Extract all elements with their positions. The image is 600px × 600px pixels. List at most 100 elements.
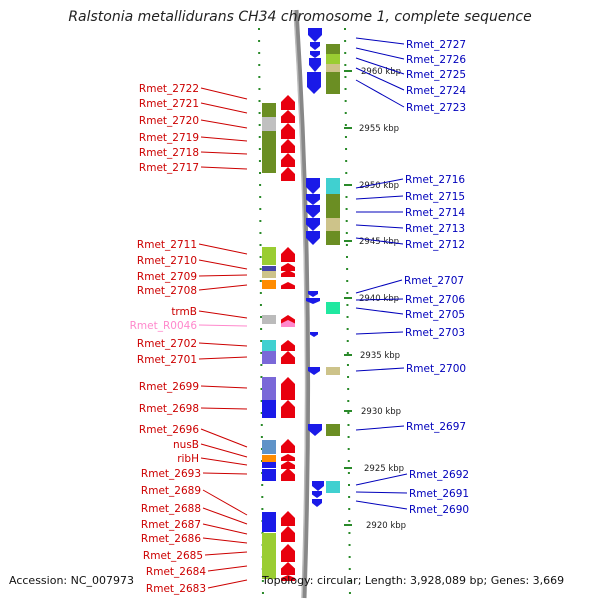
kbp-label: 2955 kbp [359, 124, 399, 134]
gene-box [326, 64, 340, 72]
label-leader [355, 67, 405, 91]
gene-box [326, 302, 340, 314]
reverse-gene-arrow [308, 28, 322, 42]
label-leader [355, 224, 404, 229]
gene-box [326, 205, 340, 218]
label-leader [202, 472, 248, 475]
label-leader [200, 443, 248, 458]
label-leader [198, 243, 248, 255]
reverse-gene-arrow [310, 51, 320, 58]
reverse-gene-arrow [312, 481, 324, 491]
gene-label-left: Rmet_2721 [139, 98, 199, 110]
gene-box [326, 54, 340, 64]
gene-label-right: Rmet_2691 [409, 488, 469, 500]
gene-box [262, 159, 276, 173]
reverse-gene-arrow [308, 291, 318, 297]
label-leader [200, 87, 248, 100]
gene-label-left: trmB [171, 306, 197, 318]
reverse-gene-arrow [307, 72, 321, 94]
gene-box [262, 271, 276, 278]
kbp-label: 2950 kbp [359, 181, 399, 191]
gene-box [262, 117, 276, 131]
label-leader [355, 195, 404, 200]
label-leader [198, 259, 248, 270]
label-leader [198, 342, 248, 347]
forward-gene-arrow [281, 247, 295, 262]
gene-box [326, 481, 340, 493]
gene-label-right: Rmet_2714 [405, 207, 465, 219]
gene-box [326, 178, 340, 194]
label-leader [355, 57, 405, 75]
gene-box [262, 145, 276, 159]
gene-box [326, 424, 340, 436]
kbp-label: 2930 kbp [361, 407, 401, 417]
gene-label-left: Rmet_2711 [137, 239, 197, 251]
gene-label-right: Rmet_2707 [404, 275, 464, 287]
gene-label-right: Rmet_2715 [405, 191, 465, 203]
gene-box [326, 44, 340, 54]
label-leader [355, 37, 405, 45]
gene-label-left: Rmet_2709 [137, 271, 197, 283]
label-leader [198, 274, 248, 277]
label-leader [355, 367, 405, 372]
reverse-gene-arrow [312, 491, 322, 498]
gene-label-left: Rmet_2720 [139, 115, 199, 127]
label-leader [200, 151, 248, 155]
gene-box [262, 266, 276, 271]
gene-label-left: Rmet_2684 [146, 566, 206, 578]
forward-gene-arrow [281, 139, 295, 153]
gene-label-left: Rmet_2688 [141, 503, 201, 515]
forward-gene-arrow [281, 167, 295, 181]
label-leader [204, 551, 248, 556]
gene-label-right: Rmet_2703 [405, 327, 465, 339]
reverse-gene-arrow [310, 42, 320, 50]
forward-gene-arrow [281, 461, 295, 469]
forward-gene-arrow [281, 110, 295, 123]
gene-box [262, 340, 276, 351]
forward-gene-arrow [281, 263, 295, 271]
kbp-label: 2925 kbp [364, 464, 404, 474]
gene-box [262, 571, 276, 579]
gene-label-right: Rmet_2725 [406, 69, 466, 81]
gene-box [326, 218, 340, 231]
gene-label-left: Rmet_2686 [141, 533, 201, 545]
reverse-gene-arrow [306, 231, 320, 245]
kbp-label: 2960 kbp [361, 67, 401, 77]
forward-gene-arrow [281, 340, 295, 351]
reverse-gene-arrow [309, 58, 321, 72]
forward-gene-arrow [281, 400, 295, 418]
gene-label-left: Rmet_2717 [139, 162, 199, 174]
gene-box [326, 72, 340, 94]
gene-label-right: Rmet_2713 [405, 223, 465, 235]
label-leader [202, 523, 248, 535]
forward-gene-arrow [281, 562, 295, 575]
label-leader [355, 279, 403, 294]
gene-label-left: Rmet_2685 [143, 550, 203, 562]
gene-box [262, 400, 276, 418]
gene-label-right: Rmet_2700 [406, 363, 466, 375]
forward-gene-arrow [281, 282, 295, 289]
forward-gene-arrow [281, 153, 295, 167]
gene-label-left: Rmet_2683 [146, 583, 206, 595]
gene-label-left: Rmet_2693 [141, 468, 201, 480]
gene-label-left: Rmet_2708 [137, 285, 197, 297]
gene-label-left: Rmet_2687 [141, 519, 201, 531]
gene-box [262, 455, 276, 462]
gene-label-left: Rmet_2696 [139, 424, 199, 436]
label-leader [355, 500, 408, 510]
label-leader [207, 579, 248, 589]
label-leader [355, 79, 405, 108]
gene-label-left: Rmet_R0046 [130, 320, 198, 332]
forward-gene-arrow [281, 454, 295, 461]
gene-box [262, 351, 276, 364]
gene-box [326, 367, 340, 375]
gene-box [326, 231, 340, 245]
gene-box [326, 194, 340, 205]
forward-gene-arrow [281, 439, 295, 453]
reverse-gene-arrow [306, 205, 320, 218]
gene-box [262, 512, 276, 532]
gene-label-right: Rmet_2727 [406, 39, 466, 51]
label-leader [200, 457, 248, 466]
gene-box [262, 440, 276, 454]
